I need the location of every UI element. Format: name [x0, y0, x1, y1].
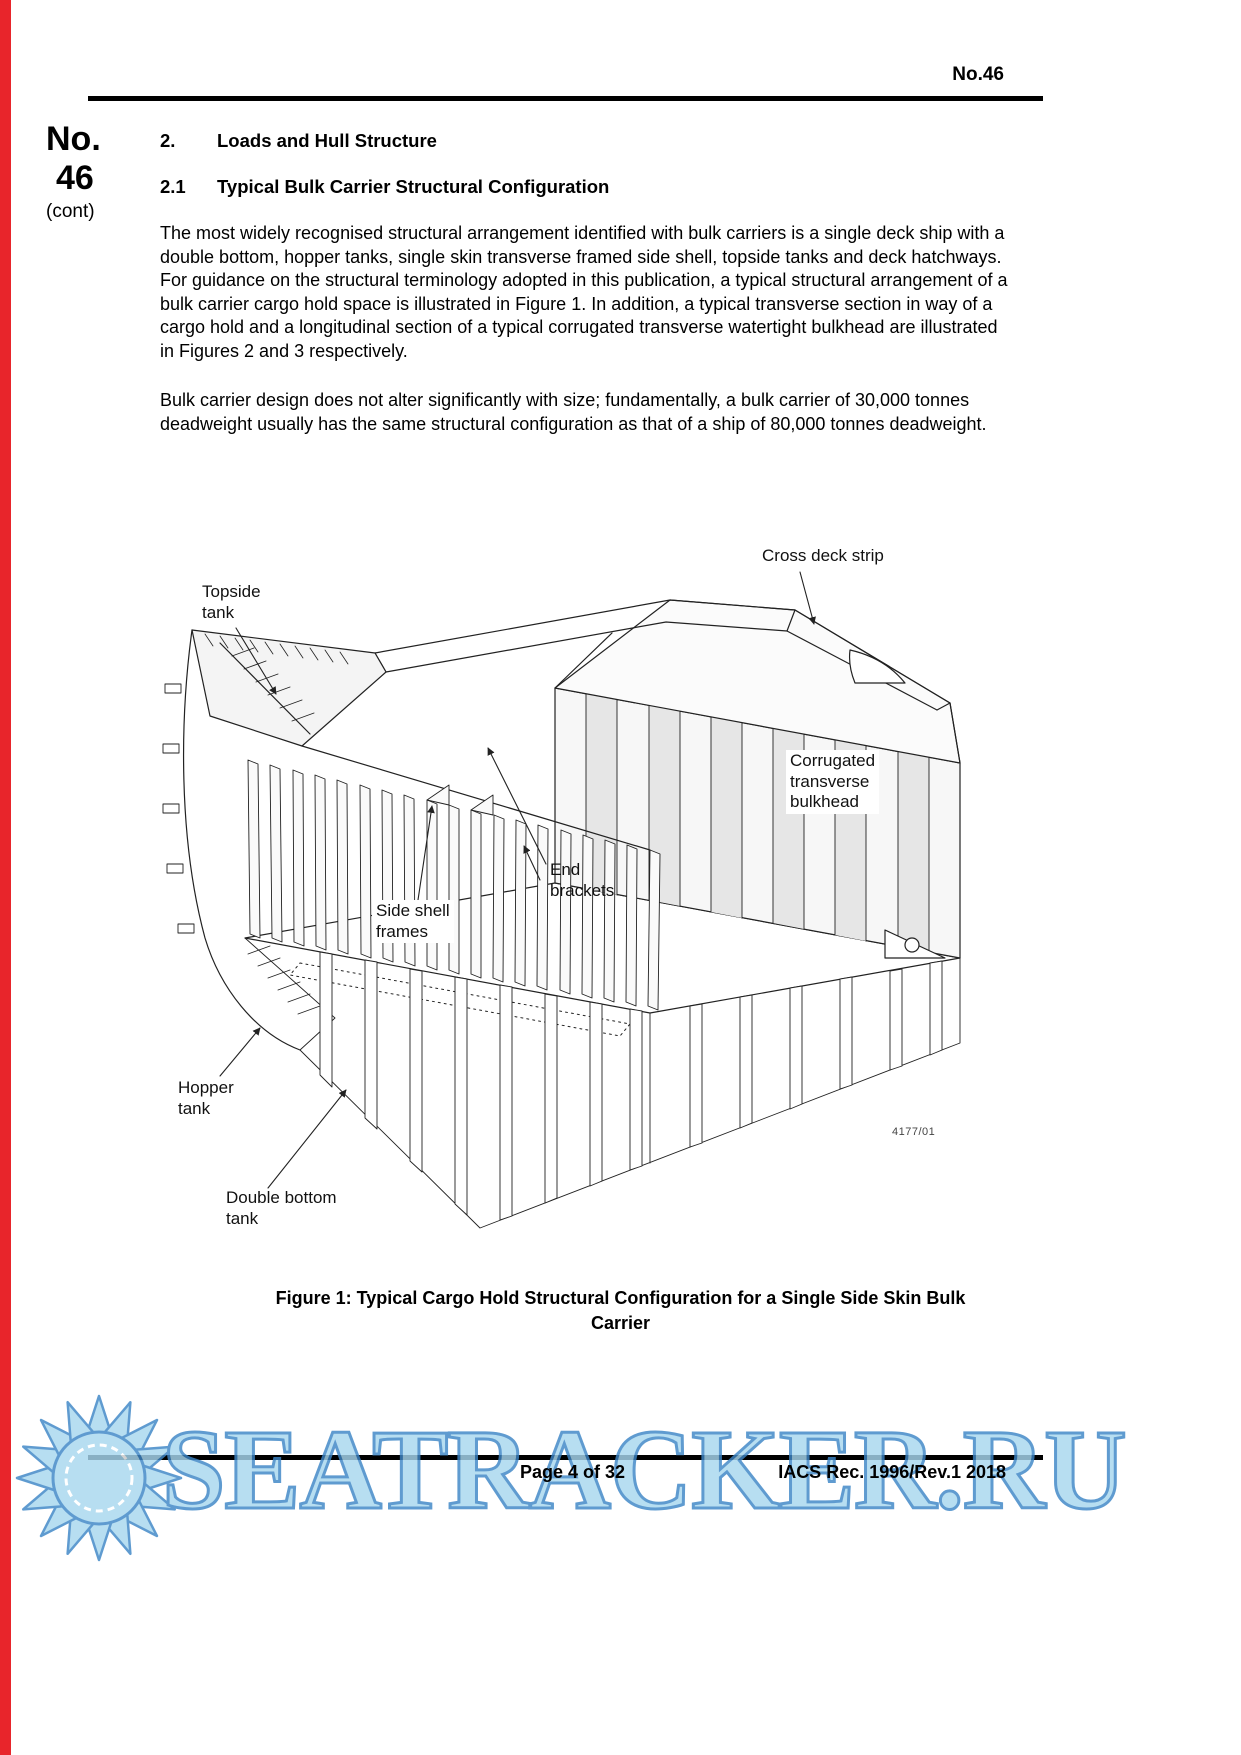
sun-logo-icon	[15, 1394, 183, 1562]
section-number: 2.	[160, 130, 176, 151]
figure-1: Cross deck strip Topside tank Corrugated…	[150, 538, 1070, 1262]
margin-note-cont: (cont)	[46, 201, 95, 223]
drawing-ref-number: 4177/01	[892, 1126, 936, 1138]
side-shell-frames-structure	[247, 759, 661, 1011]
subsection-number: 2.1	[160, 176, 186, 197]
double-bottom-structure	[299, 951, 961, 1229]
label-hopper-tank: Hopper tank	[178, 1078, 234, 1118]
subsection-heading: 2.1 Typical Bulk Carrier Structural Conf…	[160, 176, 1008, 198]
label-double-bottom-tank: Double bottom tank	[226, 1188, 337, 1228]
leader-lines	[219, 571, 816, 1189]
section-heading: 2. Loads and Hull Structure	[160, 130, 1008, 152]
left-red-stripe	[0, 0, 11, 1755]
margin-note-no: No.	[46, 120, 101, 158]
label-end-brackets: End brackets	[550, 860, 615, 900]
header-doc-number: No.46	[952, 64, 1004, 85]
watermark: SEATRACKER.RU	[0, 1388, 1241, 1588]
section-title: Loads and Hull Structure	[217, 130, 437, 151]
bilge-bracket	[884, 929, 946, 959]
main-content: 2. Loads and Hull Structure 2.1 Typical …	[160, 130, 1008, 463]
topside-tank-structure	[162, 629, 651, 1051]
label-side-shell-frames: Side shell frames	[372, 900, 454, 944]
footer-rule	[88, 1455, 1043, 1460]
subsection-title: Typical Bulk Carrier Structural Configur…	[217, 176, 610, 197]
footer-doc-ref: IACS Rec. 1996/Rev.1 2018	[778, 1462, 1006, 1482]
margin-note: No. 46 (cont)	[46, 120, 101, 223]
label-cross-deck-strip: Cross deck strip	[762, 546, 884, 565]
header-rule	[88, 96, 1043, 101]
label-topside-tank: Topside tank	[202, 582, 261, 622]
margin-note-num: 46	[56, 159, 94, 198]
label-corrugated-bulkhead: Corrugated transverse bulkhead	[786, 750, 880, 815]
figure-caption: Figure 1: Typical Cargo Hold Structural …	[275, 1288, 966, 1334]
paragraph-2: Bulk carrier design does not alter signi…	[160, 390, 987, 435]
paragraph-1: The most widely recognised structural ar…	[160, 223, 1008, 361]
hopper-tank-structure	[244, 937, 336, 1051]
footer-page-number: Page 4 of 32	[520, 1462, 626, 1482]
